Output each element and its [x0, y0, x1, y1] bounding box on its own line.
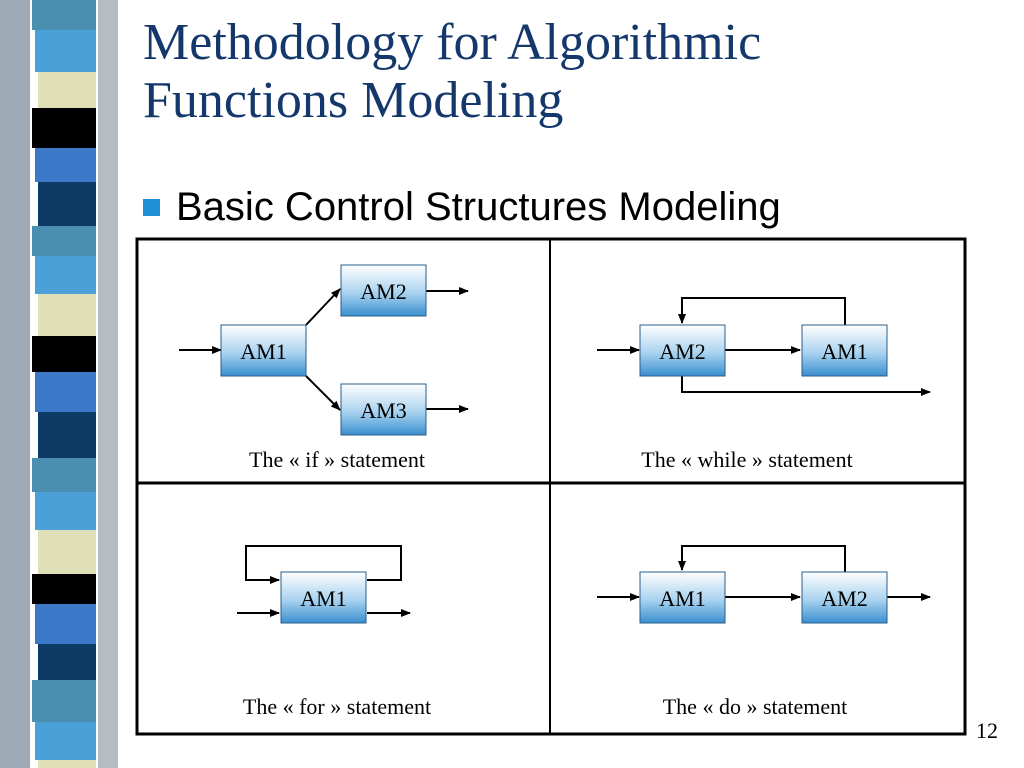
do-caption: The « do » statement [663, 694, 848, 719]
if-statement-diagram: AM1 AM2 AM3 The « if » statement [179, 264, 469, 472]
if-am1-box: AM1 [220, 324, 307, 377]
while-statement-diagram: AM2 AM1 The « while » statement [597, 297, 931, 472]
if-am3-label: AM3 [360, 398, 406, 423]
stripe-block [32, 574, 96, 604]
stripe-block [32, 336, 96, 372]
for-am1-box: AM1 [280, 571, 367, 624]
stripe-block [35, 30, 96, 72]
stripe-block [32, 108, 96, 148]
for-am1-label: AM1 [300, 586, 346, 611]
bullet-text: Basic Control Structures Modeling [176, 184, 781, 229]
stripe-block [35, 148, 96, 182]
if-am2-label: AM2 [360, 279, 406, 304]
stripe-block [35, 722, 96, 760]
do-am1-box: AM1 [639, 571, 726, 624]
if-branch-up-arrow [305, 288, 341, 326]
do-loop-back-arrow [678, 545, 846, 572]
while-am1-label: AM1 [821, 339, 867, 364]
if-branch-down-arrow [305, 375, 341, 411]
do-am2-label: AM2 [821, 586, 867, 611]
title-line-1: Methodology for Algorithmic [143, 14, 762, 71]
do-statement-diagram: AM1 AM2 The « do » statement [597, 545, 931, 719]
while-am2-box: AM2 [639, 324, 726, 377]
while-caption: The « while » statement [641, 447, 852, 472]
do-am2-box: AM2 [801, 571, 888, 624]
for-loop-arrow [245, 545, 402, 584]
stripe-block [38, 530, 96, 574]
title-line-2: Functions Modeling [143, 72, 564, 129]
stripe-left-edge [0, 0, 30, 768]
stripe-block [35, 256, 96, 294]
stripe-block [35, 492, 96, 530]
decorative-stripe [0, 0, 118, 768]
stripe-block [32, 226, 96, 256]
while-exit-arrow [681, 376, 931, 396]
if-am1-label: AM1 [240, 339, 286, 364]
stripe-block [38, 294, 96, 336]
stripe-block [35, 604, 96, 644]
stripe-block [38, 412, 96, 458]
bullet-square-icon [143, 198, 160, 216]
stripe-block [32, 0, 96, 30]
stripe-block [38, 760, 96, 768]
if-am3-box: AM3 [340, 383, 427, 436]
while-am2-label: AM2 [659, 339, 705, 364]
for-caption: The « for » statement [243, 694, 431, 719]
stripe-block [38, 72, 96, 108]
slide-title: Methodology for Algorithmic Functions Mo… [143, 14, 1003, 130]
stripe-block [35, 372, 96, 412]
while-loop-back-arrow [678, 297, 846, 325]
while-am1-box: AM1 [801, 324, 888, 377]
page-number: 12 [976, 718, 998, 743]
stripe-block [38, 182, 96, 226]
if-am2-box: AM2 [340, 264, 427, 317]
do-am1-label: AM1 [659, 586, 705, 611]
bullet-item: Basic Control Structures Modeling [143, 183, 781, 231]
if-caption: The « if » statement [249, 447, 425, 472]
stripe-right-edge [98, 0, 118, 768]
stripe-block [32, 458, 96, 492]
stripe-block [32, 680, 96, 722]
stripe-blocks [32, 0, 96, 768]
for-statement-diagram: AM1 The « for » statement [237, 545, 431, 719]
stripe-block [38, 644, 96, 680]
